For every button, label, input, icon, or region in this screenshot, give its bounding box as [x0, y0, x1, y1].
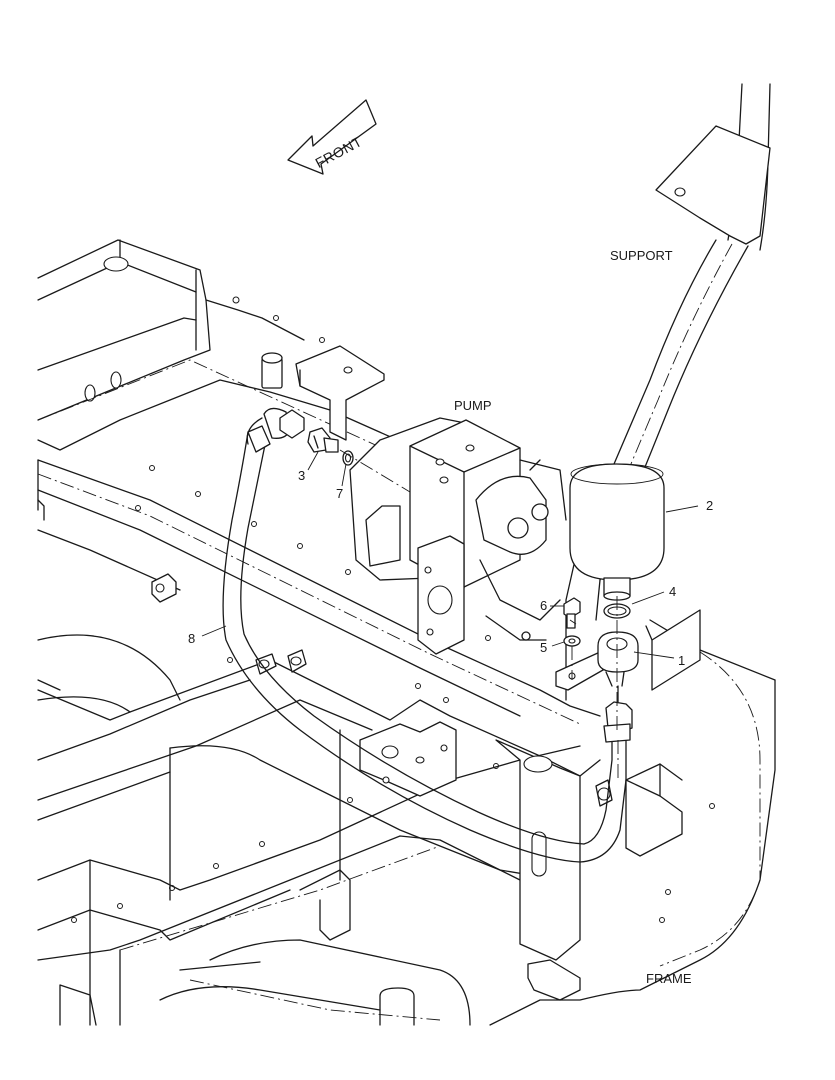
- frame-label: FRAME: [646, 971, 692, 986]
- callout-2: 2: [706, 498, 713, 513]
- front-arrow: FRONT: [287, 99, 377, 175]
- support-label: SUPPORT: [610, 248, 673, 263]
- adapter-3: [307, 427, 339, 453]
- frame-front-plate: [495, 739, 581, 1001]
- callout-1: 1: [678, 653, 685, 668]
- mounting-plate: [359, 721, 457, 797]
- callout-5: 5: [540, 640, 547, 655]
- support-bracket: [565, 83, 771, 701]
- leader-lines: [201, 449, 699, 780]
- valve-block-1: [555, 631, 639, 691]
- callout-4: 4: [669, 584, 676, 599]
- callout-8: 8: [188, 631, 195, 646]
- callout-6: 6: [540, 598, 547, 613]
- upper-frame: [37, 239, 601, 725]
- frame-bosses: [151, 352, 613, 807]
- callout-7: 7: [336, 486, 343, 501]
- hose-fitting-lower: [603, 685, 633, 743]
- accumulator: [569, 463, 665, 601]
- lower-frame: [37, 529, 776, 1026]
- right-frame-block: [625, 609, 701, 857]
- pump-label: PUMP: [454, 398, 492, 413]
- o-ring-4: [603, 603, 631, 619]
- pump-mount-bracket: [295, 345, 385, 441]
- callout-3: 3: [298, 468, 305, 483]
- bolt-6: [563, 597, 581, 629]
- hose-8: [222, 407, 627, 863]
- pump-assembly: [349, 417, 567, 655]
- washer-5: [563, 635, 581, 680]
